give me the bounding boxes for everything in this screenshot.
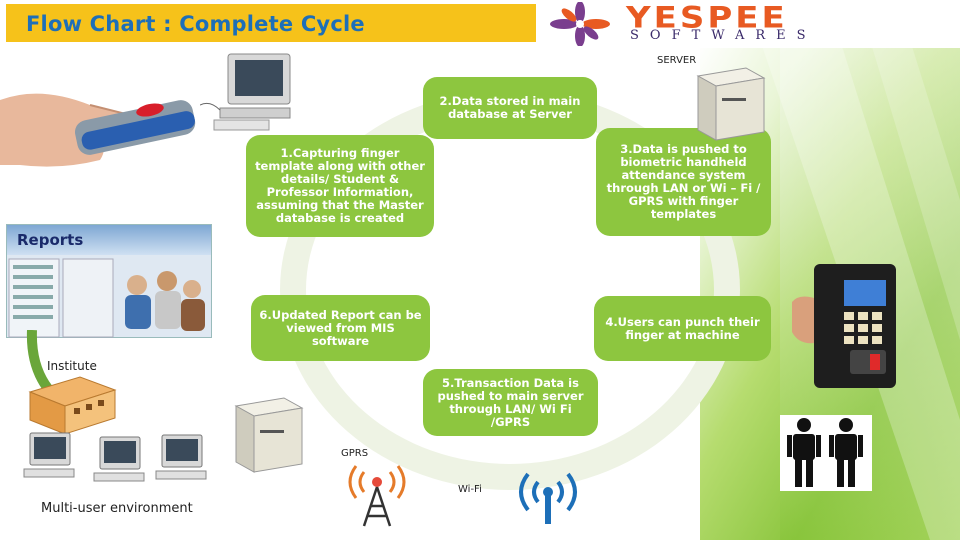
reports-content-graphic	[8, 258, 205, 338]
step-1-box: 1.Capturing finger template along with o…	[246, 135, 434, 237]
users-card	[780, 415, 872, 491]
fingerprint-scanner-icon	[0, 93, 196, 167]
biometric-device-icon	[792, 264, 896, 388]
gprs-tower-icon	[348, 465, 406, 527]
users-icon	[787, 418, 863, 487]
company-logo: YESPEE SOFTWARES	[536, 0, 960, 48]
desktop-computer-icon	[200, 53, 291, 131]
institute-building-icon	[28, 376, 117, 435]
server-label: SERVER	[657, 55, 697, 66]
step-5-box: 5.Transaction Data is pushed to main ser…	[423, 369, 598, 436]
reports-title: Reports	[17, 231, 84, 249]
title-bar: Flow Chart : Complete Cycle	[6, 4, 536, 42]
wifi-label: Wi-Fi	[458, 484, 482, 495]
multi-user-computers-icon	[23, 432, 207, 482]
reports-header	[7, 225, 211, 255]
reports-window: Reports	[6, 224, 212, 338]
step-2-box: 2.Data stored in main database at Server	[423, 77, 597, 139]
step-4-box: 4.Users can punch their finger at machin…	[594, 296, 771, 361]
logo-subtitle: SOFTWARES	[630, 28, 817, 43]
institute-label: Institute	[47, 359, 97, 373]
step-3-box: 3.Data is pushed to biometric handheld a…	[596, 128, 771, 236]
logo-wordmark: YESPEE	[626, 1, 788, 35]
server-icon	[696, 67, 766, 141]
wifi-icon	[519, 472, 577, 524]
page-title: Flow Chart : Complete Cycle	[26, 12, 365, 36]
flower-logo-icon	[550, 2, 610, 46]
gprs-label: GPRS	[341, 448, 369, 459]
step-6-box: 6.Updated Report can be viewed from MIS …	[251, 295, 430, 361]
server-bottom-icon	[234, 397, 304, 473]
multi-user-label: Multi-user environment	[41, 501, 193, 516]
